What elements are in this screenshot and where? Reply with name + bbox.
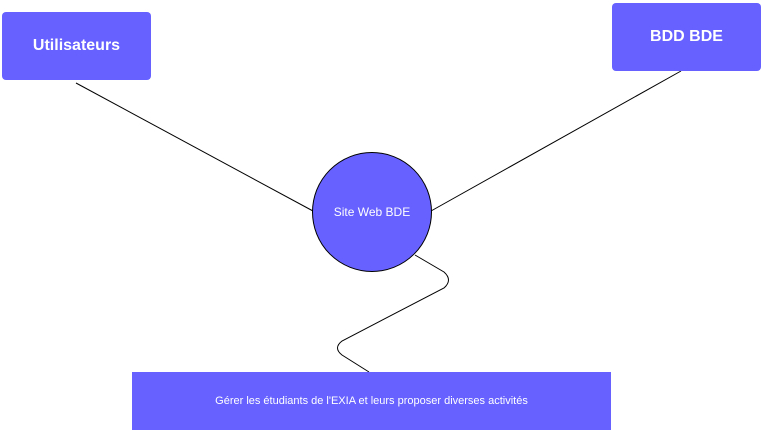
users-node: Utilisateurs	[2, 12, 151, 80]
bdd-bde-node-label: BDD BDE	[650, 28, 723, 45]
users-node-label: Utilisateurs	[32, 37, 121, 54]
goal-node: Gérer les étudiants de l'EXIA et leurs p…	[132, 372, 611, 430]
site-web-bde-node: Site Web BDE	[312, 152, 432, 272]
bdd-bde-node: BDD BDE	[612, 3, 761, 71]
edge-bdd-to-site	[430, 70, 682, 212]
edge-site-to-goal	[337, 254, 449, 373]
edge-users-to-site	[75, 82, 314, 212]
site-web-bde-node-label: Site Web BDE	[333, 205, 411, 219]
goal-node-label: Gérer les étudiants de l'EXIA et leurs p…	[215, 395, 528, 407]
